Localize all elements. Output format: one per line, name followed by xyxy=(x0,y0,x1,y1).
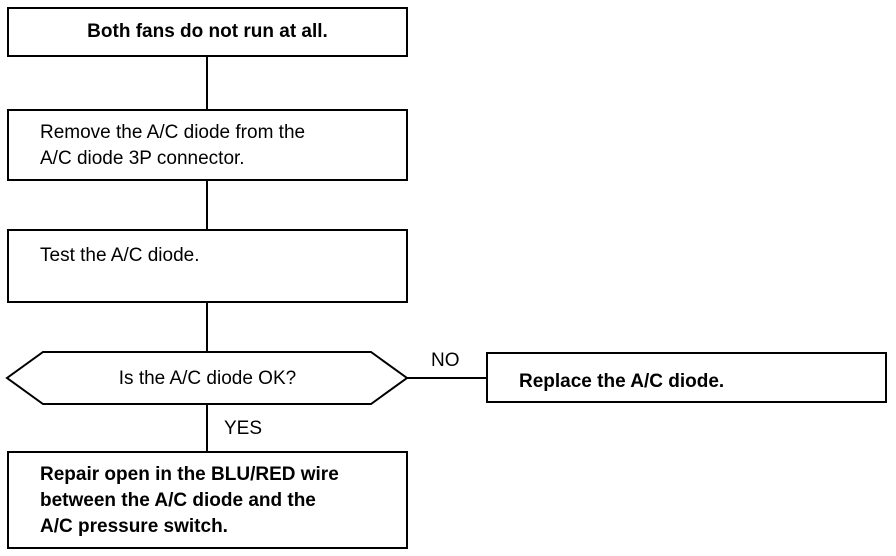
replace-diode-text: Replace the A/C diode. xyxy=(519,371,725,392)
repair-wire-text: Repair open in the BLU/RED wire between … xyxy=(40,464,339,537)
remove-diode-text: Remove the A/C diode from the A/C diode … xyxy=(40,122,306,169)
test-diode-box xyxy=(7,229,408,303)
replace-diode-box xyxy=(486,352,887,403)
repair-wire-box xyxy=(7,451,408,549)
yes-label: YES xyxy=(224,418,263,439)
connector-line xyxy=(206,303,208,352)
start-text: Both fans do not run at all. xyxy=(87,21,328,42)
start-box xyxy=(7,7,408,57)
test-diode-text: Test the A/C diode. xyxy=(40,245,200,266)
connector-line xyxy=(206,57,208,109)
connector-line xyxy=(206,404,208,451)
remove-diode-box xyxy=(7,109,408,181)
connector-line xyxy=(206,181,208,229)
no-label: NO xyxy=(431,350,460,371)
decision-text: Is the A/C diode OK? xyxy=(118,368,297,389)
